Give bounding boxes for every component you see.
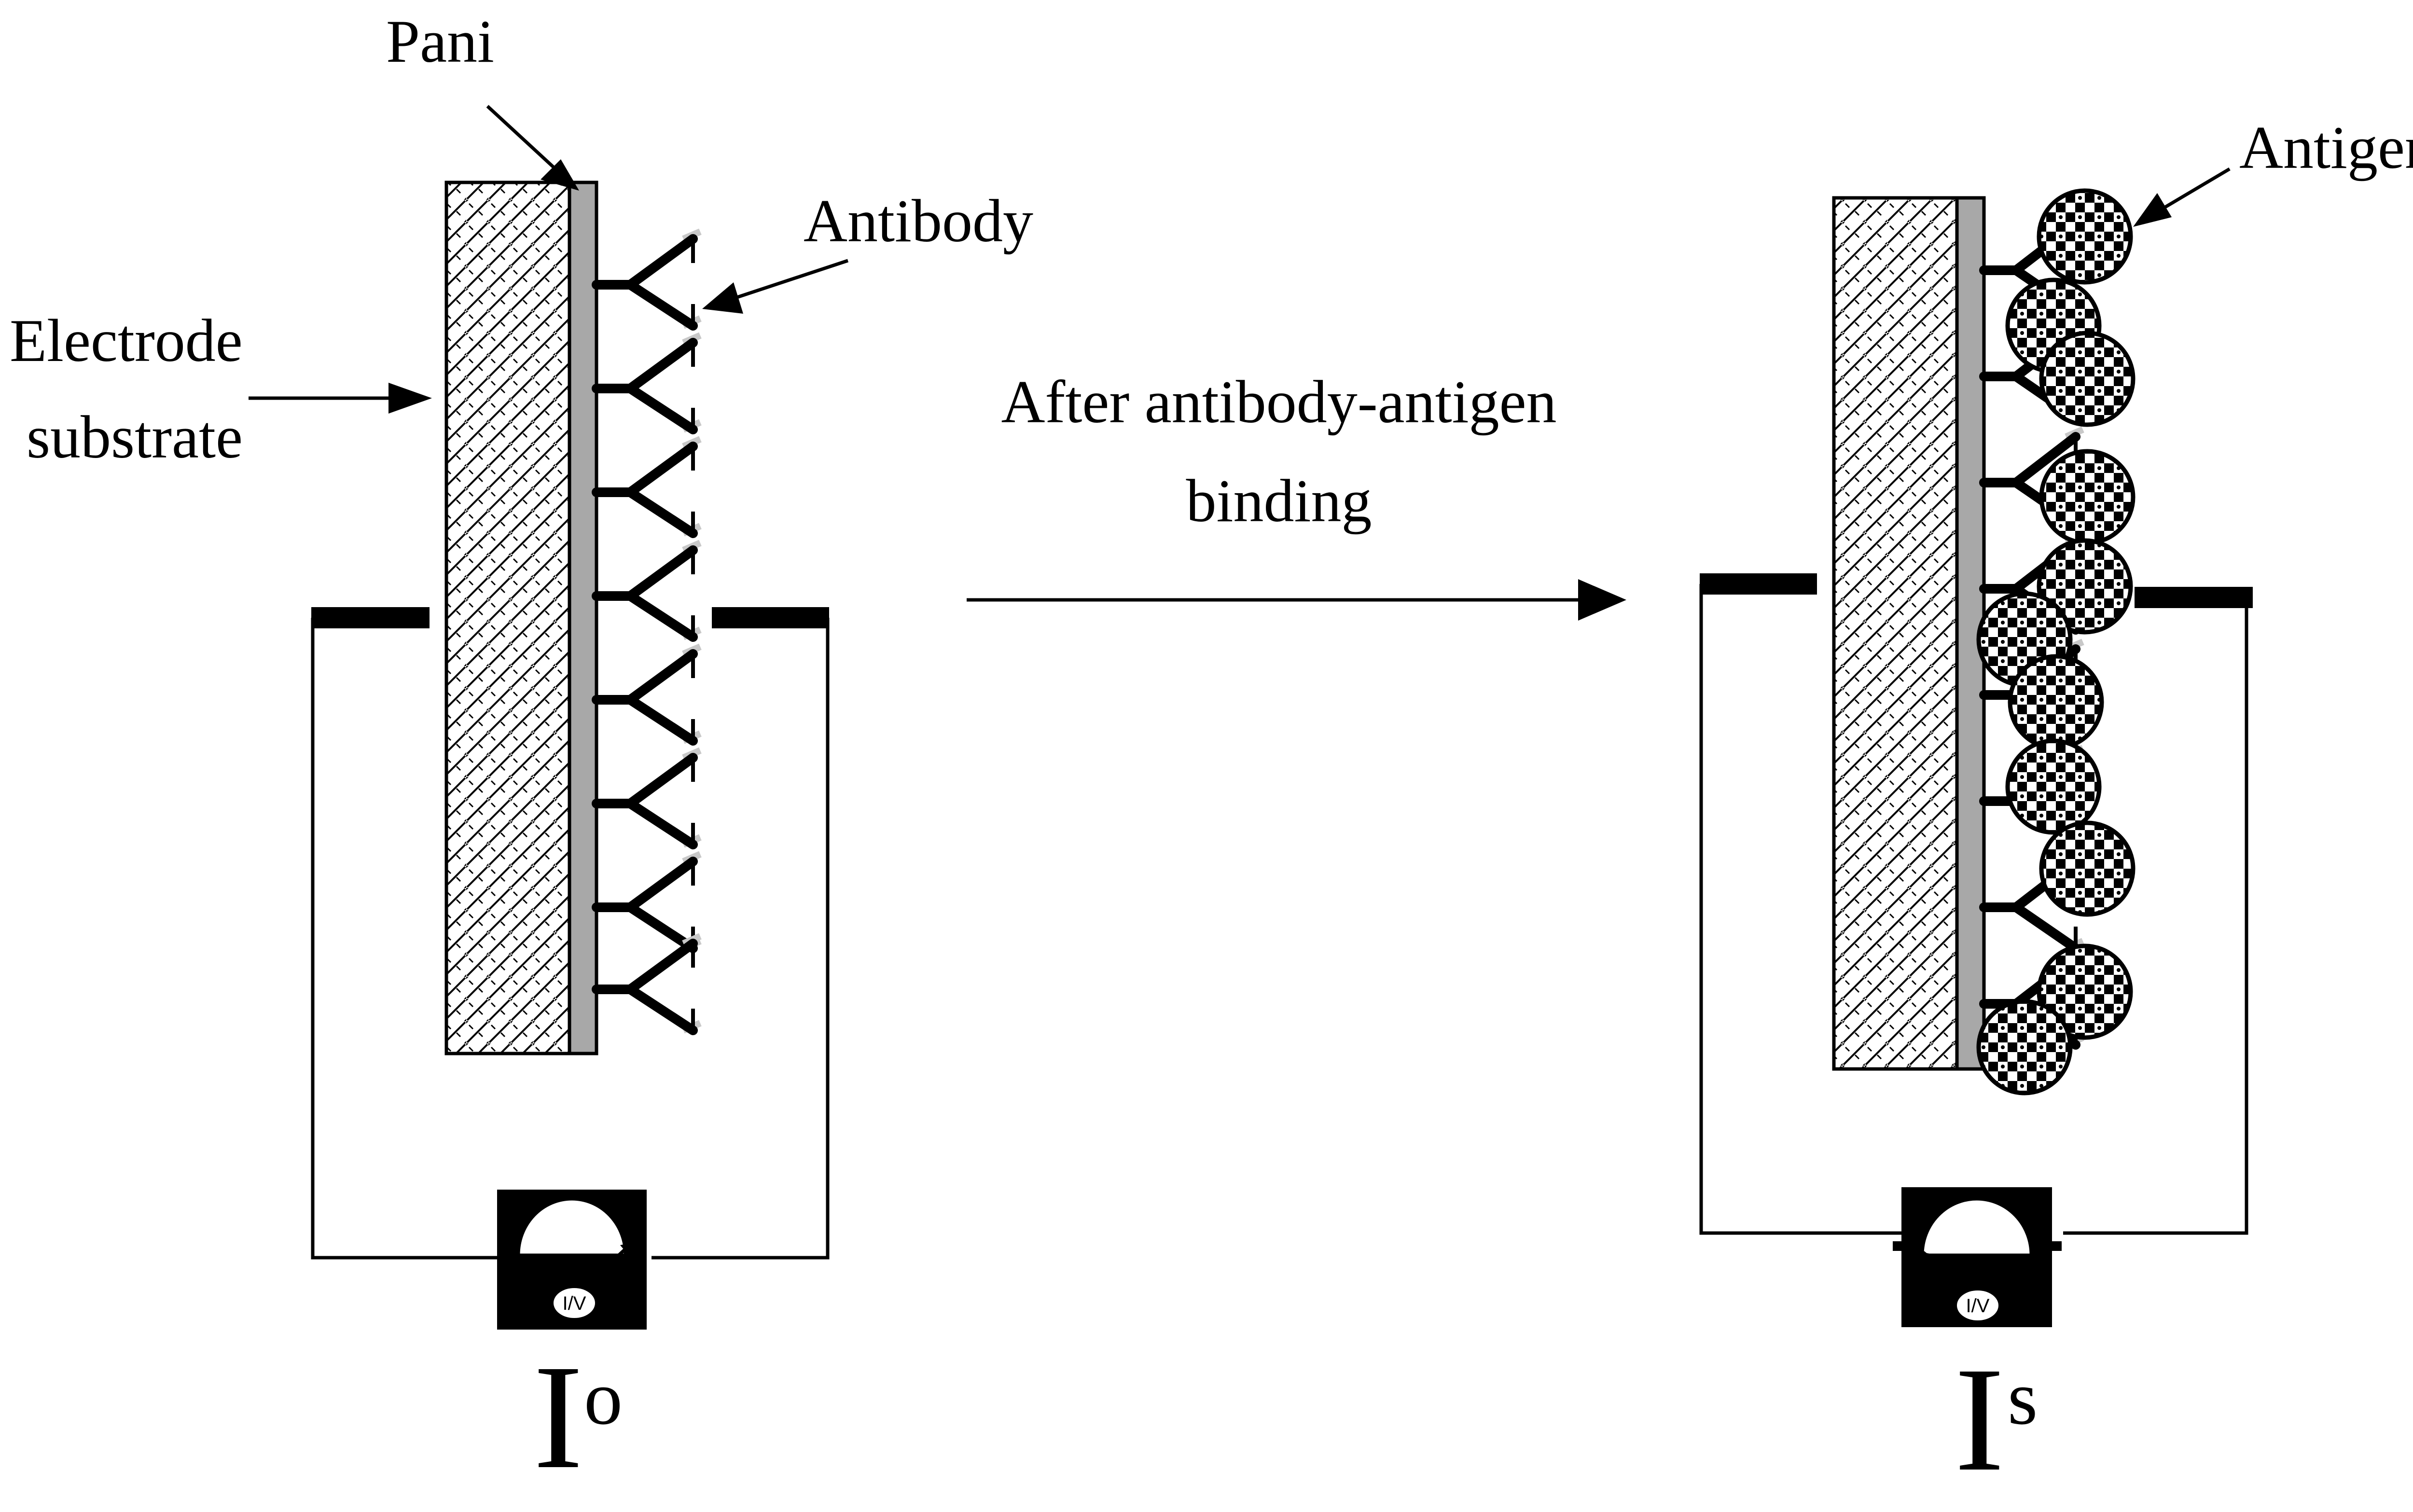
antibody-left-1 — [592, 332, 702, 434]
current-before-base: I — [533, 1334, 583, 1500]
current-after-superscript: s — [2008, 1355, 2038, 1441]
antibody-left-3 — [592, 540, 702, 642]
antibody-left-5 — [592, 747, 702, 849]
right-electrode-assembly: I/V I s — [1699, 188, 2253, 1502]
antigen-arrowhead — [2133, 193, 2172, 227]
antigen-7 — [2005, 738, 2102, 835]
antigen-label: Antigen — [2239, 114, 2413, 181]
right-circuit-wire — [1699, 584, 1901, 1235]
meter-label-right: I/V — [1966, 1295, 1990, 1317]
antigen-9 — [2037, 943, 2133, 1040]
right-circuit-wire-right — [2063, 597, 2248, 1235]
antibody-left-7 — [592, 933, 702, 1035]
antigen-0 — [2037, 188, 2133, 285]
antibody-left-6 — [592, 851, 702, 953]
antibody-arrowhead — [702, 282, 743, 314]
antibody-pointer — [730, 259, 849, 301]
antigen-pointer — [2163, 167, 2231, 209]
electrode-arrowhead — [388, 383, 432, 414]
antibody-left-4 — [592, 643, 702, 746]
ammeter-left: I/V — [497, 1190, 647, 1330]
antigen-4 — [2037, 538, 2133, 635]
left-circuit-wire — [311, 618, 497, 1260]
antigen-3 — [2039, 449, 2136, 545]
meter-label-left: I/V — [563, 1293, 586, 1314]
antibody-array-left — [592, 228, 702, 1035]
process-label-line2: binding — [1186, 468, 1372, 535]
left-electrode-assembly: I/V I o — [311, 180, 830, 1500]
antibody-left-2 — [592, 436, 702, 538]
electrode-label-line2: substrate — [27, 404, 243, 471]
antigen-2 — [2039, 331, 2136, 427]
pani-layer-left — [568, 180, 598, 1055]
pani-label: Pani — [386, 8, 494, 75]
current-after-base: I — [1955, 1337, 2004, 1502]
antigen-10 — [1976, 999, 2073, 1096]
ammeter-right: I/V — [1893, 1187, 2062, 1327]
process-arrowhead — [1578, 579, 1626, 621]
electrode-substrate-left — [444, 180, 571, 1055]
left-circuit-wire-right — [652, 618, 830, 1260]
current-before-superscript: o — [584, 1355, 623, 1441]
antigen-6 — [2008, 654, 2104, 750]
pani-arrowhead — [541, 159, 579, 191]
antibody-label: Antibody — [804, 188, 1033, 255]
process-label-line1: After antibody-antigen — [1001, 369, 1556, 436]
antigen-8 — [2039, 820, 2136, 917]
electrode-label-line1: Electrode — [10, 307, 243, 375]
antigen-array — [1976, 188, 2136, 1096]
antibody-left-0 — [592, 228, 702, 331]
electrode-substrate-right — [1832, 196, 1959, 1071]
